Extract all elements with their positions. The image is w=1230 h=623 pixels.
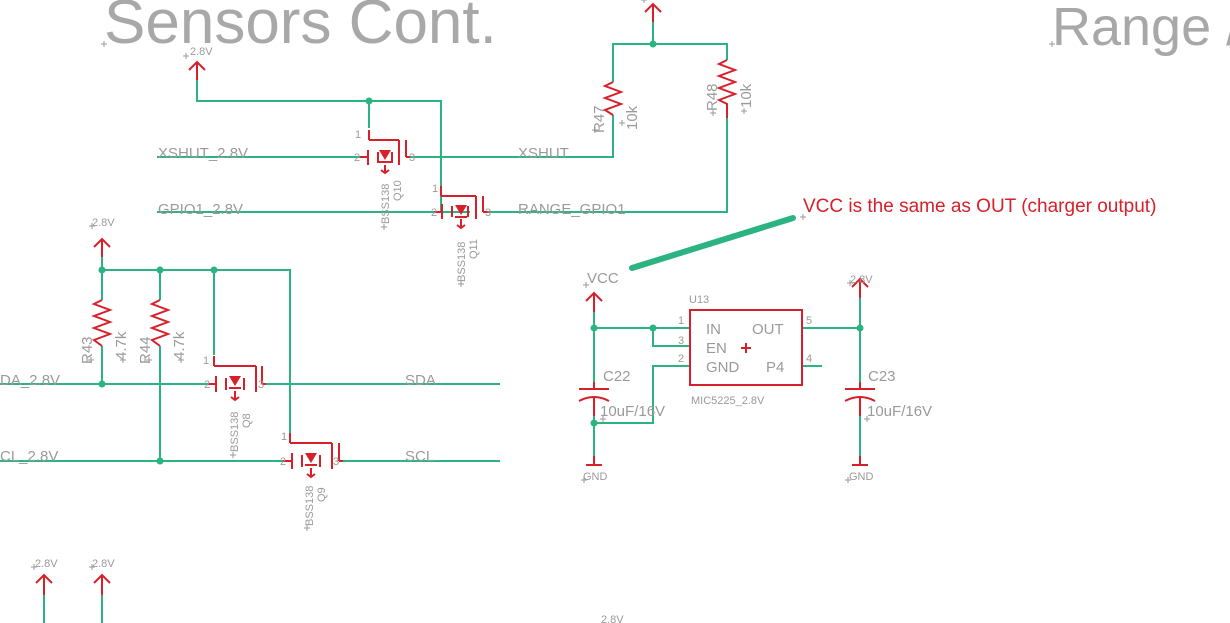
svg-text:3: 3 — [333, 456, 339, 468]
svg-text:10k: 10k — [624, 105, 641, 130]
vcc-note: VCC is the same as OUT (charger output) — [803, 196, 1157, 217]
mosfet-q8: 1 2 3 BSS138 Q8 — [203, 355, 266, 452]
svg-text:10uF/16V: 10uF/16V — [600, 403, 665, 420]
capacitor-c22: C22 10uF/16V — [578, 368, 665, 420]
wires — [0, 20, 861, 623]
resistor-r43: R43 4.7k — [79, 299, 130, 364]
svg-text:3: 3 — [678, 335, 684, 347]
supply-vcc: VCC — [585, 270, 619, 312]
svg-text:EN: EN — [706, 340, 727, 357]
sheet-title-sensors: Sensors Cont. — [104, 0, 497, 57]
supply-2v8-bottom-b: 2.8V — [92, 558, 115, 595]
svg-text:R43: R43 — [79, 336, 96, 364]
svg-text:R48: R48 — [704, 83, 721, 111]
svg-text:1: 1 — [678, 315, 684, 327]
svg-text:R44: R44 — [137, 336, 154, 364]
svg-text:C23: C23 — [868, 368, 896, 385]
net-sda-2v8: DA_2.8V — [0, 372, 60, 389]
svg-text:BSS138: BSS138 — [456, 242, 468, 282]
svg-text:VCC: VCC — [587, 270, 619, 287]
svg-text:2.8V: 2.8V — [92, 558, 115, 570]
svg-text:4.7k: 4.7k — [171, 331, 188, 360]
svg-text:Q8: Q8 — [241, 413, 253, 428]
gnd-c22: GND — [583, 456, 608, 483]
svg-text:U13: U13 — [689, 294, 709, 306]
svg-text:2.8V: 2.8V — [850, 274, 873, 286]
supply-2v8-i2c: 2.8V — [92, 217, 115, 257]
gnd-c23: GND — [849, 456, 874, 483]
svg-text:2: 2 — [204, 379, 210, 391]
svg-text:2.8V: 2.8V — [35, 558, 58, 570]
mosfet-q11: 1 2 3 BSS138 Q11 — [431, 183, 491, 282]
svg-text:4: 4 — [806, 353, 812, 365]
svg-text:C22: C22 — [603, 368, 631, 385]
resistor-r47: R47 10k — [591, 81, 641, 133]
svg-text:3: 3 — [409, 152, 415, 164]
svg-text:Q9: Q9 — [316, 487, 328, 502]
net-sda: SDA — [405, 372, 436, 389]
mosfet-q10: 1 2 3 BSS138 Q10 — [354, 129, 415, 224]
origin-markers — [31, 0, 1055, 570]
svg-text:BSS138: BSS138 — [380, 184, 392, 224]
svg-text:4.7k: 4.7k — [113, 331, 130, 360]
svg-text:10uF/16V: 10uF/16V — [867, 403, 932, 420]
supply-2v8-regulator: 2.8V — [850, 274, 873, 298]
svg-text:1: 1 — [203, 355, 209, 367]
svg-text:BSS138: BSS138 — [304, 486, 316, 526]
sheet-title-range: Range / — [1052, 0, 1230, 57]
svg-text:2: 2 — [431, 207, 437, 219]
supply-2v8-top: 2.8V — [188, 46, 213, 80]
supply-2v8-bottom-a: 2.8V — [35, 558, 58, 595]
mosfet-q9: 1 2 3 BSS138 Q9 — [280, 431, 343, 526]
svg-text:MIC5225_2.8V: MIC5225_2.8V — [691, 395, 765, 407]
junctions — [98, 40, 864, 465]
svg-text:R47: R47 — [591, 105, 608, 133]
svg-text:2: 2 — [678, 353, 684, 365]
svg-text:2.8V: 2.8V — [92, 217, 115, 229]
svg-text:GND: GND — [849, 471, 874, 483]
resistor-r44: R44 4.7k — [137, 299, 188, 364]
svg-text:P4: P4 — [766, 359, 784, 376]
net-scl: SCL — [405, 448, 434, 465]
capacitor-c23: C23 10uF/16V — [844, 368, 932, 420]
resistor-r48: R48 10k — [704, 59, 755, 118]
net-range-gpio1: RANGE_GPIO1 — [518, 201, 626, 218]
svg-text:OUT: OUT — [752, 321, 784, 338]
svg-text:1: 1 — [281, 431, 287, 443]
net-labels: XSHUT_2.8V GPIO1_2.8V XSHUT RANGE_GPIO1 … — [0, 145, 626, 465]
svg-text:2: 2 — [354, 152, 360, 164]
svg-text:IN: IN — [706, 321, 721, 338]
svg-text:Q10: Q10 — [392, 180, 404, 201]
svg-text:2.8V: 2.8V — [190, 46, 213, 58]
svg-text:Q11: Q11 — [468, 239, 480, 259]
svg-text:5: 5 — [806, 315, 812, 327]
net-xshut-2v8: XSHUT_2.8V — [158, 145, 248, 162]
net-xshut: XSHUT — [518, 145, 569, 162]
svg-text:3: 3 — [258, 379, 264, 391]
svg-text:3: 3 — [485, 207, 491, 219]
net-gpio1-2v8: GPIO1_2.8V — [158, 201, 243, 218]
note-leader-line — [629, 215, 796, 271]
svg-text:GND: GND — [706, 359, 740, 376]
supply-2v8-label-bottom: 2.8V — [601, 614, 624, 623]
supply-top-right — [644, 2, 662, 22]
net-scl-2v8: CL_2.8V — [0, 448, 58, 465]
svg-text:1: 1 — [355, 129, 361, 141]
svg-text:10k: 10k — [738, 83, 755, 108]
svg-text:BSS138: BSS138 — [229, 412, 241, 452]
svg-text:GND: GND — [583, 471, 608, 483]
svg-text:1: 1 — [432, 183, 438, 195]
svg-text:2: 2 — [280, 456, 286, 468]
regulator-u13: U13 IN EN GND OUT P4 1 3 2 5 4 MIC5225_2… — [678, 294, 812, 407]
